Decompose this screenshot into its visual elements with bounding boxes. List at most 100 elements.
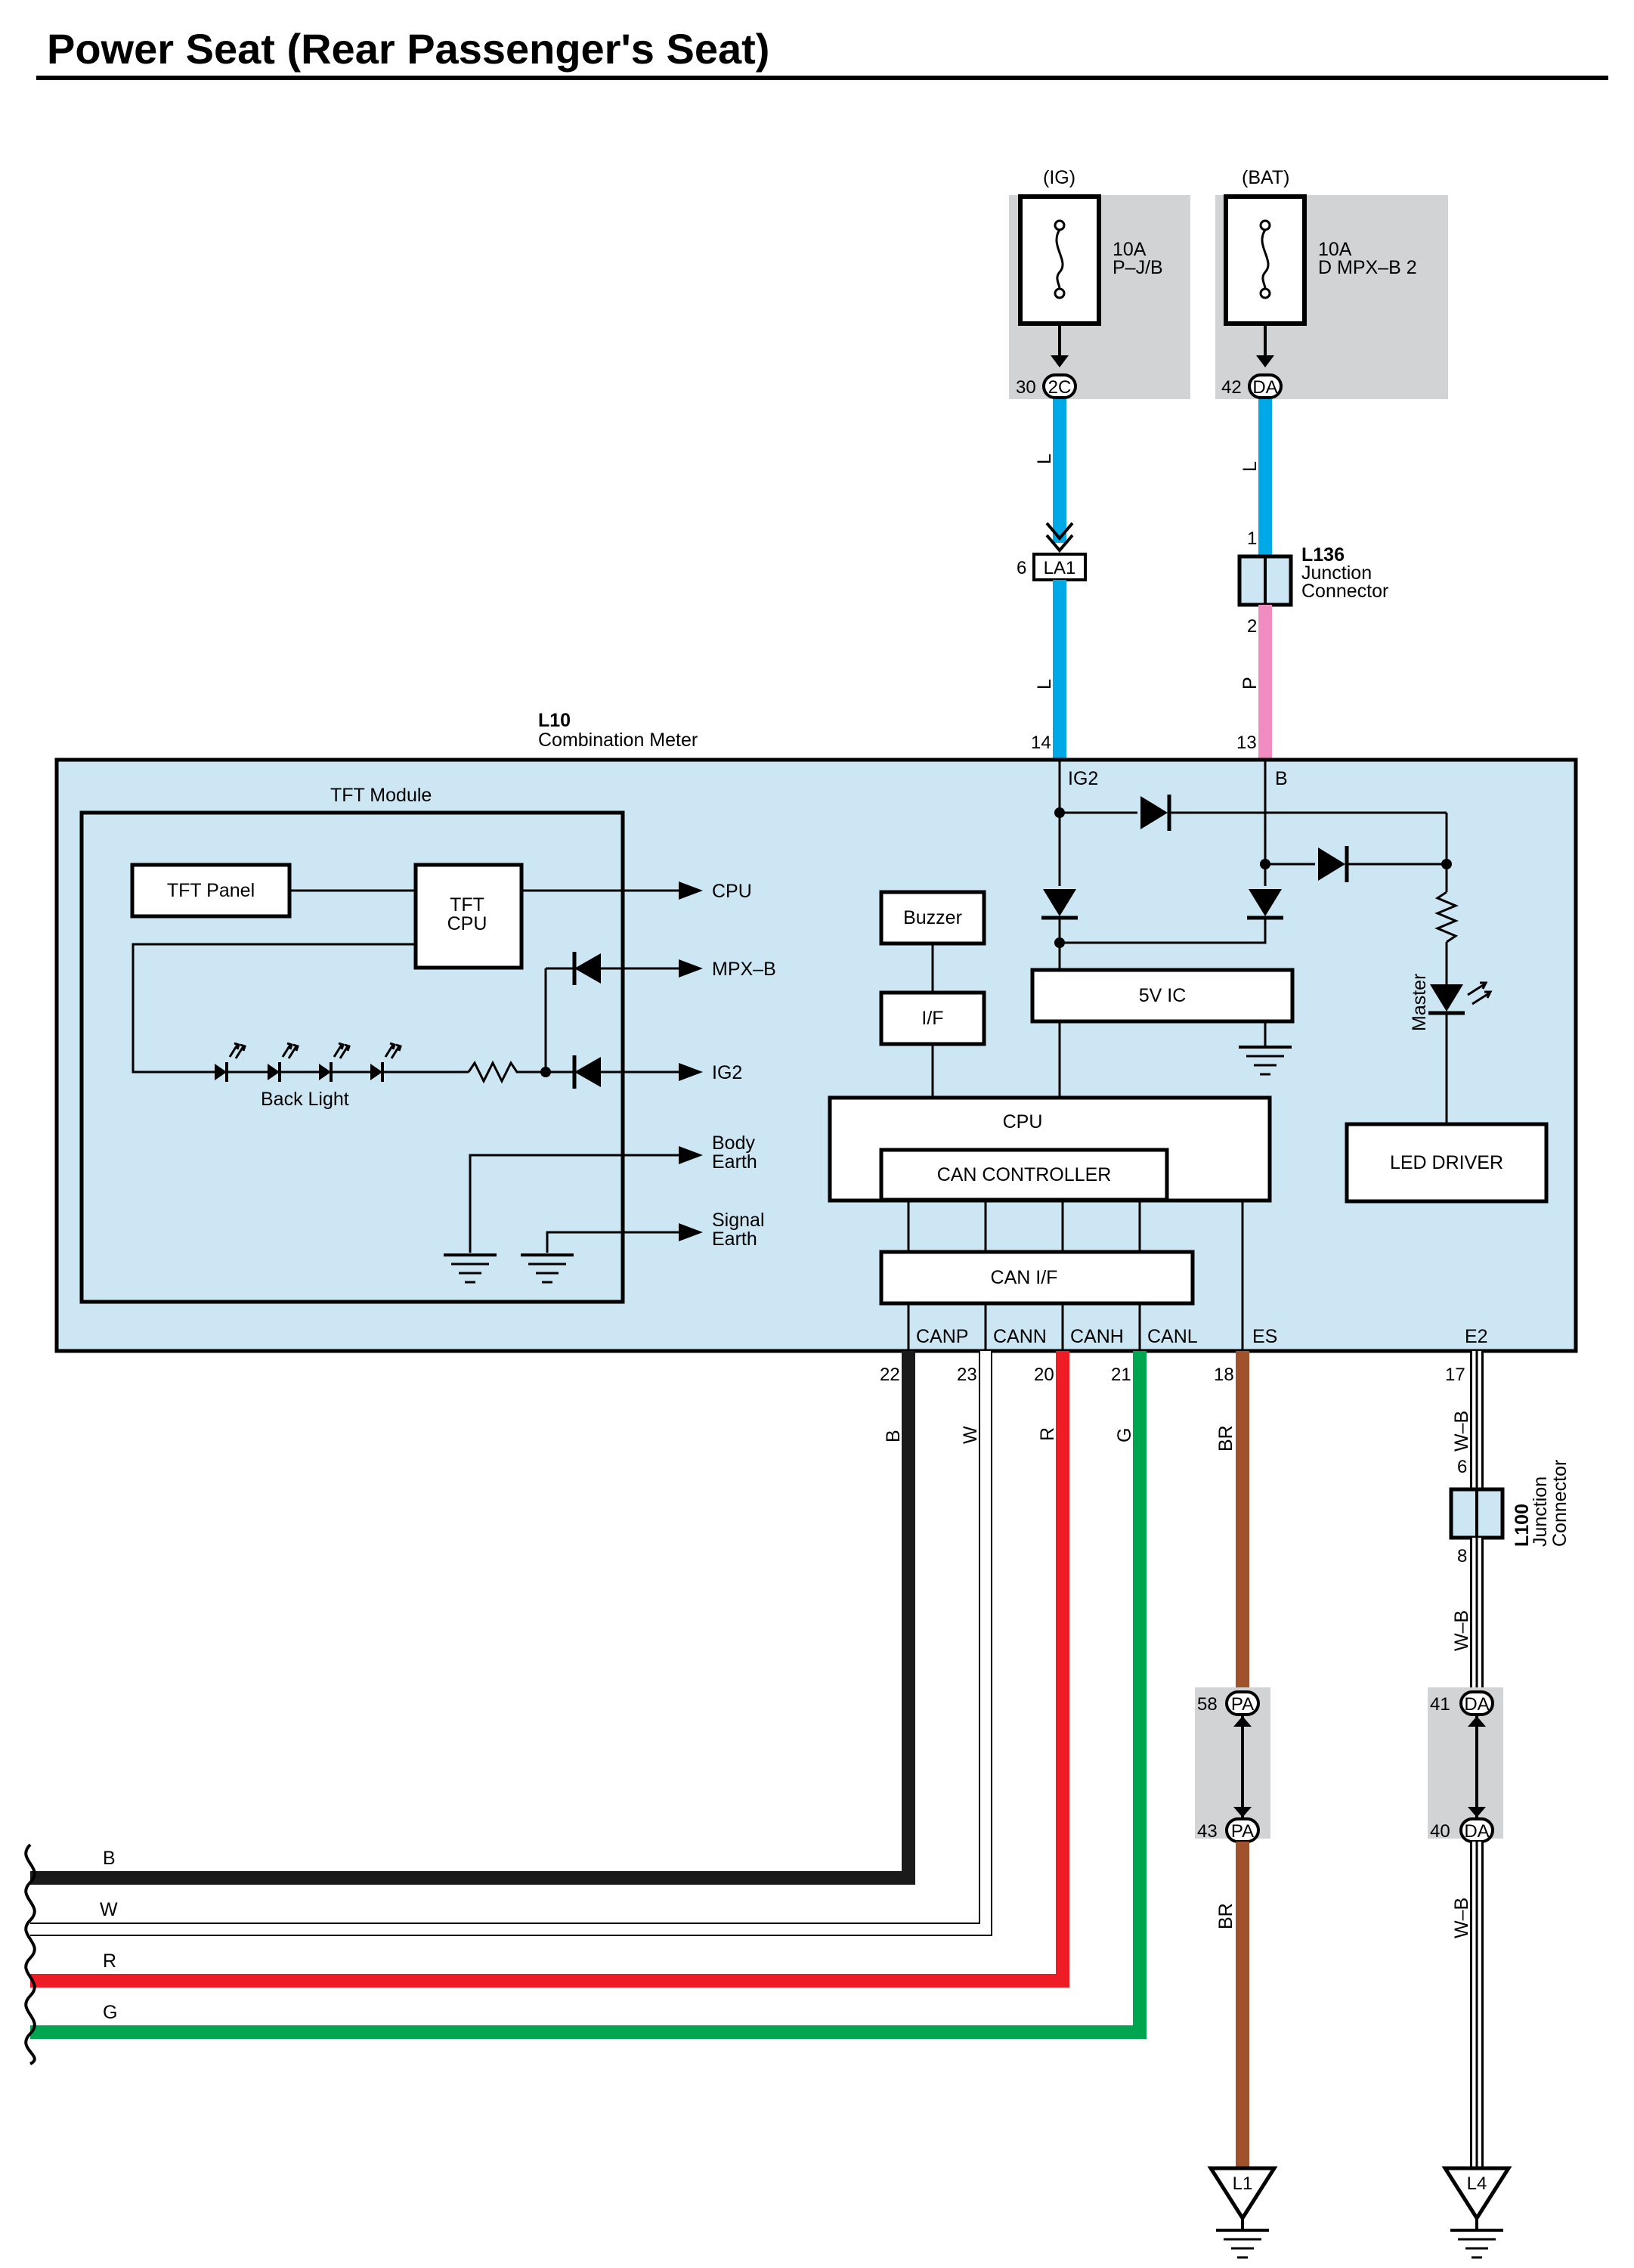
pin-num-22: 22	[880, 1365, 900, 1385]
meter-pin-14: 14	[1031, 733, 1051, 753]
source-bat-label: (BAT)	[1242, 167, 1289, 188]
wire-canh-r	[30, 1351, 1069, 1988]
fuse-block-ig: (IG) 10A P–J/B 2C 30	[1009, 167, 1190, 399]
fuse-bat-name: D MPX–B 2	[1318, 257, 1417, 278]
wire-cann-w	[30, 1351, 992, 1936]
bus-label-g: G	[103, 2002, 117, 2023]
l100-pin-out: 8	[1457, 1546, 1467, 1566]
wire-label-r-vert: R	[1037, 1427, 1058, 1441]
wire-label-g-vert: G	[1114, 1428, 1135, 1442]
tft-cpu-label-1: TFT	[450, 894, 484, 916]
can-controller-label: CAN CONTROLLER	[937, 1164, 1112, 1185]
l136-id: L136	[1301, 544, 1345, 565]
signal-earth-label-2: Earth	[712, 1228, 757, 1250]
connector-la1-code: LA1	[1044, 558, 1076, 578]
ground-l4-icon	[1441, 2166, 1512, 2259]
pin-name-cann: CANN	[993, 1326, 1047, 1347]
ground-l1-icon	[1207, 2166, 1278, 2259]
fuse-ig-icon	[1018, 194, 1101, 326]
ground-l1-label: L1	[1233, 2174, 1253, 2194]
connector-pa-bottom-code: PA	[1231, 1821, 1254, 1842]
body-earth-ground-icon	[444, 1253, 497, 1284]
backlight-led-icon	[215, 1042, 402, 1082]
tft-panel-label: TFT Panel	[167, 880, 255, 901]
backlight-label: Back Light	[261, 1089, 349, 1110]
meter-id: L10	[538, 710, 571, 731]
bus-label-r: R	[103, 1950, 116, 1972]
signal-earth-ground-icon	[521, 1253, 574, 1284]
led-driver-block	[1345, 1122, 1549, 1204]
tft-module-box	[79, 810, 625, 1304]
connector-la1-pin: 6	[1017, 558, 1026, 578]
wire-label-br-2: BR	[1215, 1903, 1236, 1929]
meter-name: Combination Meter	[538, 730, 698, 751]
fuse-ig-name: P–J/B	[1113, 257, 1163, 278]
wire-label-l-1: L	[1034, 454, 1055, 464]
pin-num-18: 18	[1214, 1365, 1234, 1385]
pin-num-23: 23	[957, 1365, 977, 1385]
meter-pin-13: 13	[1236, 733, 1257, 753]
wire-label-l-3: L	[1239, 461, 1261, 472]
wire-label-b-vert: B	[883, 1430, 904, 1442]
master-label: Master	[1409, 974, 1430, 1031]
tft-cpu-block	[413, 863, 524, 970]
wire-label-l-2: L	[1034, 679, 1055, 689]
5v-ic-block	[1030, 968, 1295, 1024]
l136-pin-in: 1	[1247, 528, 1257, 549]
bus-label-b: B	[103, 1848, 116, 1869]
tft-out-cpu: CPU	[712, 881, 752, 902]
wire-break-icon	[24, 1843, 36, 2065]
wire-label-wb-2: W–B	[1451, 1610, 1472, 1651]
fuse-ig-rating: 10A	[1113, 239, 1147, 260]
connector-da-fuse-code: DA	[1252, 377, 1277, 398]
signal-earth-label-1: Signal	[712, 1210, 765, 1231]
5v-ic-label: 5V IC	[1139, 985, 1187, 1006]
buzzer-label: Buzzer	[903, 907, 962, 928]
connector-da-fuse	[1248, 373, 1283, 399]
pin-name-es: ES	[1252, 1326, 1277, 1347]
tft-out-ig2: IG2	[712, 1062, 742, 1083]
connector-da-bottom-pin: 40	[1430, 1821, 1450, 1842]
l100-name-1: Junction	[1530, 1476, 1551, 1547]
can-controller-block	[879, 1148, 1169, 1202]
title-rule	[36, 76, 1608, 80]
5v-ic-ground-icon	[1239, 1046, 1292, 1076]
tft-cpu-label-2: CPU	[447, 913, 487, 934]
pin-num-17: 17	[1445, 1365, 1465, 1385]
connector-pa-top-pin: 58	[1197, 1694, 1218, 1715]
connector-da-bottom-code: DA	[1464, 1821, 1489, 1842]
connector-da-top-pin: 41	[1430, 1694, 1450, 1715]
connector-2c-code: 2C	[1048, 377, 1072, 398]
wire-label-p: P	[1239, 677, 1261, 689]
if-label: I/F	[921, 1008, 943, 1029]
pin-num-20: 20	[1034, 1365, 1054, 1385]
connector-pa-top-code: PA	[1231, 1694, 1254, 1715]
backlight-resistor-icon	[467, 1060, 546, 1084]
fuse-bat-icon	[1224, 194, 1307, 326]
cpu-label: CPU	[1003, 1111, 1043, 1132]
ground-l4-label: L4	[1467, 2174, 1487, 2194]
body-earth-label-1: Body	[712, 1132, 755, 1154]
wire-label-br-1: BR	[1215, 1425, 1236, 1452]
l100-name-2: Connector	[1549, 1460, 1571, 1547]
meter-b-label: B	[1275, 768, 1288, 789]
connector-da-fuse-pin: 42	[1221, 377, 1242, 398]
l100-pin-in: 6	[1457, 1457, 1467, 1477]
pin-name-canl: CANL	[1147, 1326, 1198, 1347]
pin-name-e2: E2	[1465, 1326, 1488, 1347]
body-earth-label-2: Earth	[712, 1151, 757, 1173]
bus-label-w: W	[100, 1899, 118, 1920]
l136-pin-out: 2	[1247, 616, 1257, 637]
buzzer-block	[879, 890, 986, 946]
fuse-block-bat: (BAT) 10A D MPX–B 2 DA 42	[1215, 167, 1448, 399]
pin-name-canh: CANH	[1070, 1326, 1124, 1347]
led-driver-label: LED DRIVER	[1390, 1152, 1503, 1173]
wire-canl-g	[30, 1351, 1147, 2039]
l136-name-1: Junction	[1301, 562, 1372, 584]
source-ig-label: (IG)	[1043, 167, 1075, 188]
meter-ig2-label: IG2	[1068, 768, 1098, 789]
tft-diode-ig2-icon	[572, 1055, 601, 1089]
l136-name-2: Connector	[1301, 581, 1388, 602]
tft-panel-block	[130, 863, 292, 919]
can-if-label: CAN I/F	[991, 1267, 1058, 1288]
